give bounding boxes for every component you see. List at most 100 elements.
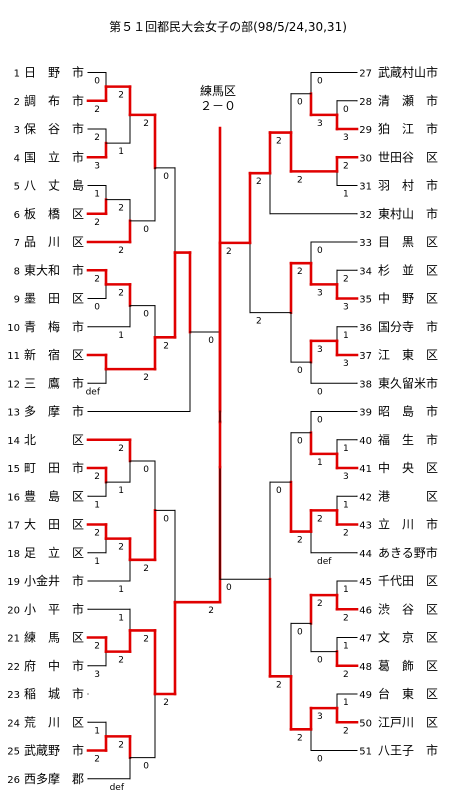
- score-label: 1: [94, 557, 100, 567]
- team-number: 2: [14, 97, 20, 108]
- team-name: 東久留米市: [378, 375, 438, 390]
- team-number: 45: [359, 577, 372, 588]
- score-label: 0: [226, 583, 232, 593]
- team-number: 37: [359, 351, 372, 362]
- team-number: 51: [359, 747, 372, 758]
- score-label: 2: [94, 472, 100, 482]
- team-number: 31: [359, 182, 372, 193]
- score-label: 1: [317, 458, 323, 468]
- team-name: 千代田 区: [378, 574, 438, 588]
- team-number: 33: [359, 238, 372, 249]
- team-number: 23: [7, 690, 20, 701]
- team-name: 調 布 市: [24, 93, 84, 108]
- score-label: 2: [343, 274, 349, 284]
- team-number: 15: [7, 464, 20, 475]
- score-label: 0: [343, 105, 349, 115]
- champion-name: 練馬区: [199, 84, 236, 98]
- score-label: 0: [94, 77, 100, 87]
- score-label: 2: [118, 288, 124, 298]
- score-label: 2: [297, 267, 303, 277]
- team-number: 13: [7, 408, 20, 419]
- score-label: 2: [94, 755, 100, 765]
- team-number: 11: [7, 351, 20, 362]
- team-number: 35: [359, 295, 372, 306]
- score-label: 1: [118, 331, 124, 341]
- team-number: 9: [14, 295, 20, 306]
- score-label: 2: [143, 564, 149, 574]
- score-label: 3: [317, 288, 323, 298]
- team-name: 世田谷 区: [378, 150, 438, 164]
- team-name: 国分寺 市: [378, 319, 438, 334]
- score-label: 1: [343, 444, 349, 454]
- team-name: 豊 島 区: [24, 488, 84, 503]
- team-number: 43: [359, 521, 372, 532]
- team-number: 12: [7, 379, 20, 390]
- score-label: 0: [143, 762, 149, 772]
- score-label: 0: [317, 387, 323, 397]
- score-label: 0: [143, 310, 149, 320]
- team-name: 練 馬 区: [24, 631, 84, 645]
- score-label: 2: [208, 606, 214, 616]
- score-label: 2: [343, 529, 349, 539]
- team-number: 49: [359, 690, 372, 701]
- team-number: 20: [7, 605, 20, 616]
- team-name: 清 瀬 市: [378, 93, 438, 108]
- score-label: 0: [297, 366, 303, 376]
- team-number: 41: [359, 464, 372, 475]
- team-number: 3: [14, 125, 20, 136]
- team-name: 武蔵村山市: [378, 65, 438, 80]
- final-score: ２－０: [199, 99, 236, 113]
- score-label: 2: [226, 247, 232, 257]
- team-number: 22: [7, 662, 20, 673]
- team-name: 福 生 市: [378, 432, 438, 447]
- score-label: 2: [297, 536, 303, 546]
- team-name: 江 東 区: [378, 348, 438, 362]
- score-label: 2: [256, 177, 262, 187]
- team-number: 25: [7, 747, 20, 758]
- score-label: 1: [94, 726, 100, 736]
- score-label: 0: [297, 98, 303, 108]
- team-name: 三 鷹 市: [24, 375, 84, 390]
- score-label: 2: [317, 514, 323, 524]
- team-name: 中 央 区: [378, 460, 438, 475]
- team-number: 21: [7, 634, 20, 645]
- team-number: 1: [14, 69, 20, 80]
- score-label: 0: [143, 465, 149, 475]
- team-name: 多 摩 市: [24, 404, 84, 419]
- score-label: 2: [118, 543, 124, 553]
- score-label: 2: [343, 613, 349, 623]
- score-label: 2: [94, 642, 100, 652]
- score-label: 1: [118, 486, 124, 496]
- score-label: 3: [317, 119, 323, 129]
- team-name: 日 野 市: [24, 65, 84, 80]
- score-label: 2: [118, 444, 124, 454]
- score-label: 2: [143, 634, 149, 644]
- team-number: 48: [359, 662, 372, 673]
- team-number: 8: [14, 266, 20, 277]
- team-name: 目 黒 区: [378, 235, 438, 249]
- team-number: 32: [359, 210, 372, 221]
- team-name: 足 立 区: [24, 545, 84, 560]
- team-number: 24: [7, 718, 20, 729]
- score-label: 0: [317, 656, 323, 666]
- score-label: 2: [297, 175, 303, 185]
- score-label: def: [86, 387, 101, 397]
- team-name: 稲 城 市: [24, 686, 84, 701]
- score-label: 2: [256, 317, 262, 327]
- team-number: 47: [359, 634, 372, 645]
- team-name: 保 谷 市: [24, 121, 84, 136]
- team-number: 19: [7, 577, 20, 588]
- team-number: 5: [14, 182, 20, 193]
- score-label: 0: [163, 172, 169, 182]
- team-name: 台 東 区: [378, 686, 438, 701]
- score-label: 0: [208, 336, 214, 346]
- team-number: 27: [359, 69, 372, 80]
- score-label: 1: [343, 585, 349, 595]
- score-label: 3: [94, 161, 100, 171]
- final-result: 練馬区 ２－０: [188, 84, 248, 114]
- team-name: 昭 島 市: [378, 404, 438, 419]
- team-number: 42: [359, 492, 372, 503]
- score-label: 3: [343, 359, 349, 369]
- team-name: 墨 田 区: [24, 292, 84, 306]
